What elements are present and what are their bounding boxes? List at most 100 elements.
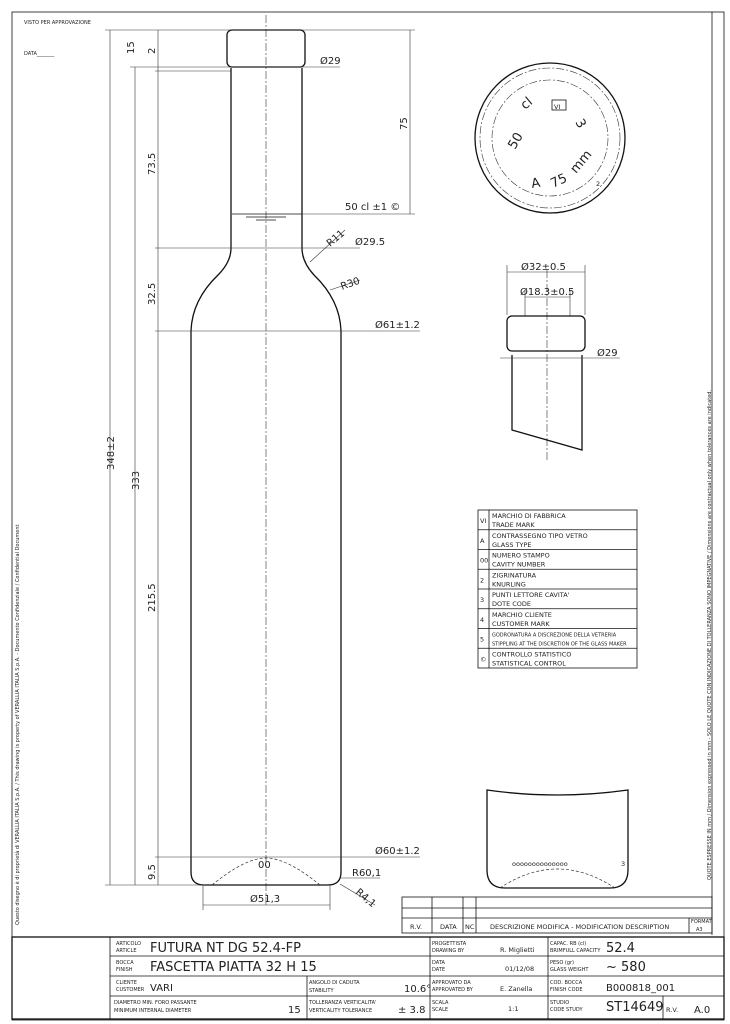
legend-label-en: CUSTOMER MARK	[492, 620, 550, 628]
rv-value: A.0	[694, 1005, 710, 1016]
customer-label-en: CUSTOMER	[116, 987, 145, 993]
svg-text:DATA: DATA	[440, 923, 457, 931]
weight-label-en: GLASS WEIGHT	[550, 967, 589, 973]
svg-text:3: 3	[621, 860, 625, 868]
svg-text:Ø32±0.5: Ø32±0.5	[521, 261, 566, 273]
dimension-note: QUOTE ESPRESSE IN mm / Dimension express…	[707, 390, 713, 880]
svg-text:cl: cl	[518, 95, 536, 113]
weight-label: PESO (gr)	[550, 960, 574, 966]
scale-label: SCALA	[432, 1000, 449, 1006]
dim-neck-diam: Ø29.5	[355, 236, 385, 248]
finish-label: BOCCA	[116, 960, 134, 966]
min-diameter-value: 15	[288, 1005, 301, 1016]
svg-text:mm: mm	[568, 148, 596, 177]
svg-text:75: 75	[548, 171, 569, 192]
article-value: FUTURA NT DG 52.4-FP	[150, 941, 301, 956]
dim-r4: R4,1	[353, 887, 378, 910]
min-diameter-label-en: MINIMUM INTERNAL DIAMETER	[114, 1008, 192, 1014]
svg-text:3: 3	[572, 117, 589, 132]
svg-text:2: 2	[596, 180, 600, 188]
customer-value: VARI	[150, 983, 173, 994]
dim-shoulder-height: 32.5	[147, 283, 158, 305]
dim-r30: R30	[339, 276, 361, 293]
bottle-profile: 00	[190, 15, 342, 905]
svg-text:Ø29: Ø29	[597, 347, 618, 359]
dim-base-diam: Ø60±1.2	[375, 845, 420, 857]
dimensions: 348±2 333 15 2 73.5 32.5 215.5 9.5 75 50…	[105, 29, 420, 910]
svg-text:A: A	[530, 176, 541, 192]
base-detail: oooooooooooooo 3	[486, 789, 629, 889]
svg-text:Ø18.3±0.5: Ø18.3±0.5	[520, 286, 574, 298]
svg-text:50: 50	[505, 130, 526, 152]
dim-total-height: 348±2	[106, 436, 117, 470]
drawn-value: R. Miglietti	[500, 946, 535, 954]
svg-text:FORMAT: FORMAT	[691, 919, 713, 925]
confidential-note: Questo disegno è di proprietà di VERALLI…	[14, 524, 21, 925]
cap-label-en: BRIMFULL CAPACITY	[550, 948, 601, 954]
article-label: ARTICOLO	[116, 941, 141, 947]
top-view: 50 cl VI 3 A 75 mm 2	[474, 62, 626, 214]
legend-label-it: ZIGRINATURA	[492, 571, 537, 579]
code-label: COD. BOCCA	[550, 980, 583, 986]
cap-label: CAPAC. RB (cl)	[550, 941, 586, 947]
customer-label: CLIENTE	[116, 980, 137, 986]
min-diameter-label: DIAMETRO MIN. FORO PASSANTE	[114, 1000, 197, 1006]
legend-label-en: GLASS TYPE	[492, 541, 532, 549]
finish-detail: Ø32±0.5 Ø18.3±0.5 Ø29	[500, 261, 620, 460]
dim-r60: R60,1	[352, 868, 381, 879]
verticality-value: ± 3.8	[398, 1005, 425, 1016]
verticality-label-en: VERTICALITY TOLERANCE	[309, 1008, 372, 1014]
legend-symbol: 5	[480, 636, 484, 644]
drawn-label: PROGETTISTA	[432, 941, 467, 947]
legend-symbol: 4	[480, 616, 484, 624]
legend-label-it: GODRONATURA A DISCREZIONE DELLA VETRERIA	[492, 633, 617, 639]
legend-label-en: TRADE MARK	[491, 521, 535, 529]
legend-label-it: NUMERO STAMPO	[492, 552, 550, 560]
legend-label-en: STIPPLING AT THE DISCRETION OF THE GLASS…	[492, 642, 627, 648]
svg-text:VI: VI	[554, 103, 560, 111]
dim-bottom-diam: Ø51,3	[250, 893, 280, 905]
legend-label-en: CAVITY NUMBER	[492, 561, 546, 569]
legend-symbol: A	[480, 537, 485, 545]
cap-value: 52.4	[606, 941, 635, 956]
dim-fill-height: 75	[399, 117, 410, 130]
dote-code-dots: oooooooooooooo	[512, 860, 568, 868]
svg-text:A3: A3	[696, 927, 703, 933]
stability-label-en: STABILITY	[309, 988, 334, 994]
legend-label-en: STATISTICAL CONTROL	[492, 659, 566, 667]
svg-text:NC: NC	[465, 923, 475, 931]
appr-label-en: APPROVATED BY	[432, 987, 474, 993]
legend-label-it: MARCHIO CLIENTE	[492, 611, 552, 619]
legend-symbol: 3	[480, 596, 484, 604]
date-label: DATA	[432, 960, 445, 966]
code-label-en: FINISH CODE	[550, 987, 583, 993]
legend-label-en: DOTE CODE	[492, 600, 531, 608]
scale-label-en: SCALE	[432, 1007, 448, 1013]
stability-label: ANGOLO DI CADUTA	[309, 980, 360, 986]
finish-label-en: FINISH	[116, 967, 133, 973]
dim-body-straight: 215.5	[147, 583, 158, 612]
study-value: ST14649	[606, 1000, 664, 1015]
legend-label-it: CONTRASSEGNO TIPO VETRO	[492, 532, 588, 540]
study-label-en: CODE STUDY	[550, 1007, 583, 1013]
dim-body-diam: Ø61±1.2	[375, 319, 420, 331]
stability-value: 10.6°	[404, 984, 431, 995]
finish-value: FASCETTA PIATTA 32 H 15	[150, 960, 317, 975]
study-label: STUDIO	[550, 1000, 569, 1006]
legend-symbol: 2	[480, 576, 484, 584]
legend-label-en: KNURLING	[492, 580, 526, 588]
legend-label-it: PUNTI LETTORE CAVITA'	[492, 591, 570, 599]
dim-finish-height: 15	[126, 41, 137, 54]
drawn-label-en: DRAWING BY	[432, 948, 465, 954]
sheet-frame	[11, 11, 725, 1021]
date-label-en: DATE	[432, 967, 445, 973]
dim-base-height: 9.5	[147, 864, 158, 880]
dim-2: 2	[147, 48, 158, 54]
article-label-en: ARTICLE	[116, 948, 137, 954]
legend-label-it: MARCHIO DI FABBRICA	[492, 512, 566, 520]
legend-symbol: 00	[480, 557, 488, 565]
revision-table: R.V. DATA NC DESCRIZIONE MODIFICA - MODI…	[401, 896, 713, 934]
